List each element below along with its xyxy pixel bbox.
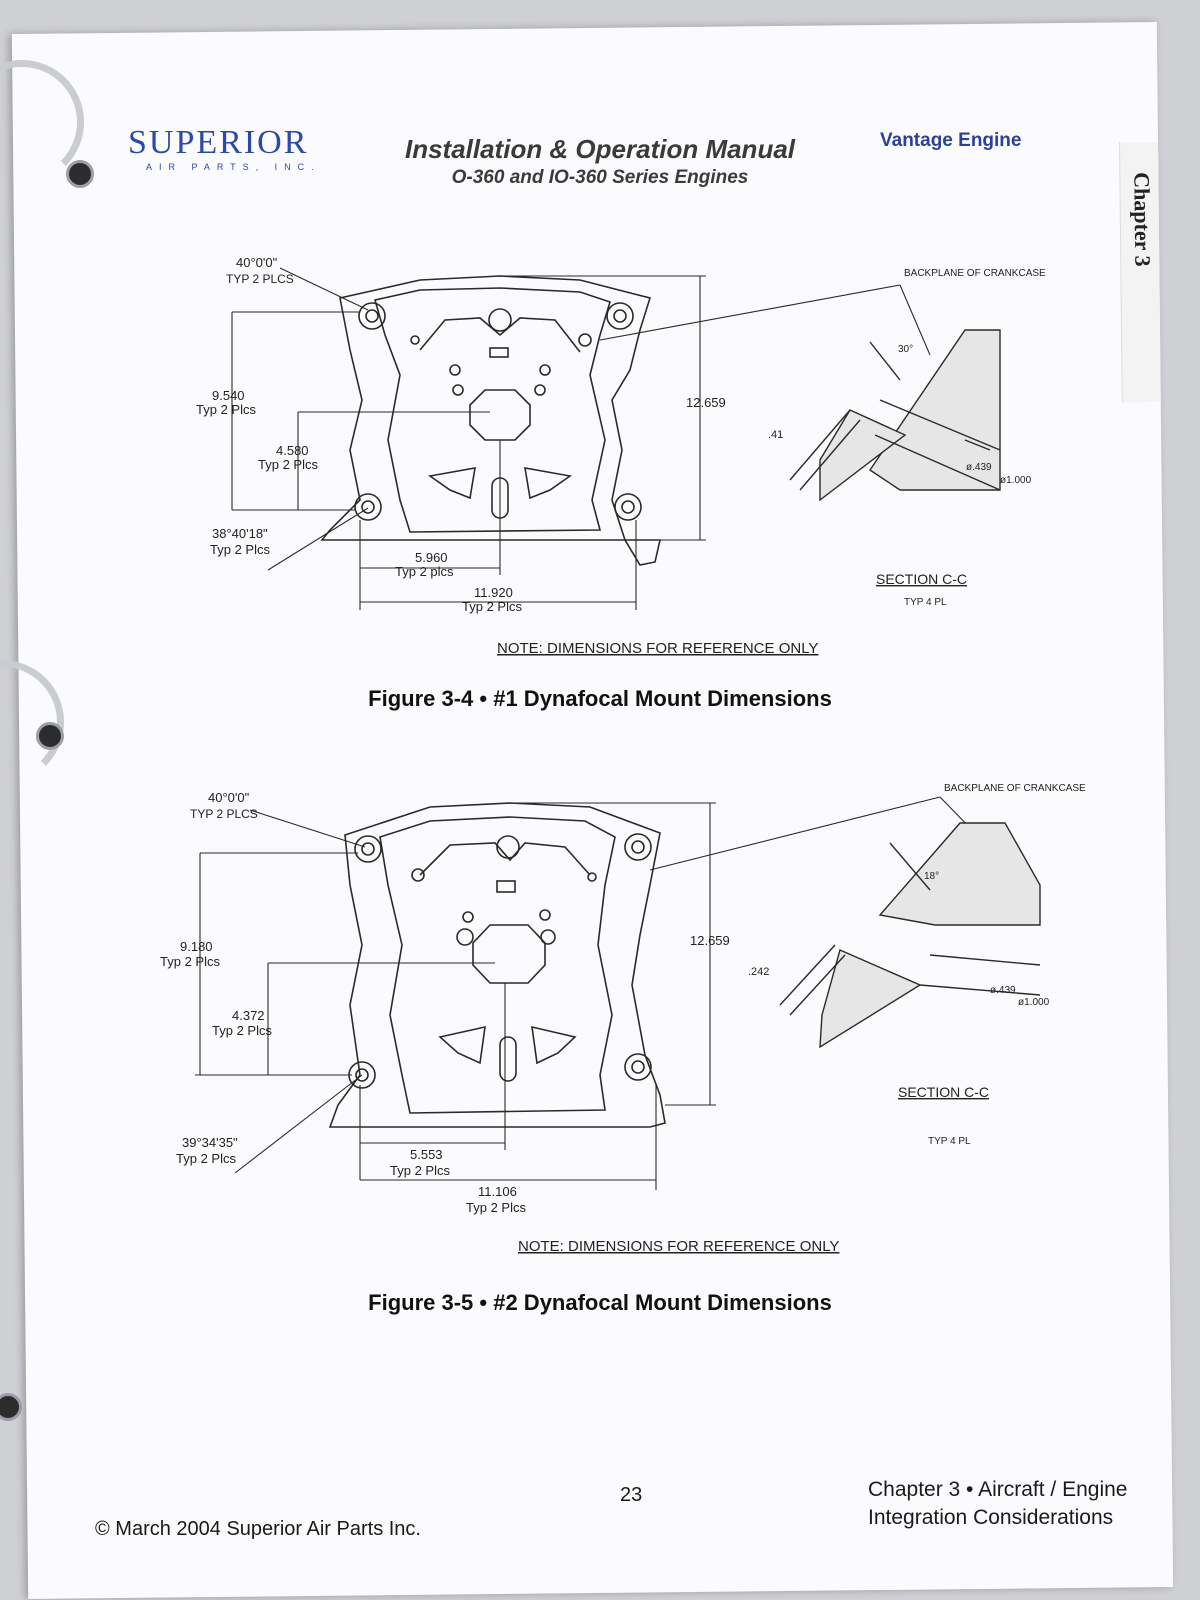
svg-text:ø1.000: ø1.000: [1018, 997, 1050, 1008]
svg-text:ø1.000: ø1.000: [1000, 475, 1032, 486]
dim-11920-label: 11.920: [474, 585, 513, 600]
svg-text:Typ 2 Plcs: Typ 2 Plcs: [466, 1200, 526, 1215]
svg-text:.41: .41: [768, 429, 783, 441]
svg-text:TYP 4 PL: TYP 4 PL: [904, 597, 947, 608]
svg-text:ø.439: ø.439: [990, 985, 1016, 996]
svg-text:Typ 2 Plcs: Typ 2 Plcs: [176, 1151, 236, 1166]
backplane-label: BACKPLANE OF CRANKCASE: [944, 783, 1086, 794]
dim-11106-label: 11.106: [478, 1184, 517, 1199]
backplane-label: BACKPLANE OF CRANKCASE: [904, 268, 1046, 279]
dim-9180-label: 9.180: [180, 939, 213, 954]
dim-5553-label: 5.553: [410, 1147, 443, 1162]
svg-text:Typ 2 plcs: Typ 2 plcs: [395, 564, 454, 579]
chapter-footer: Chapter 3 • Aircraft / Engine Integratio…: [868, 1478, 1128, 1529]
page-number: 23: [620, 1484, 643, 1506]
manual-subtitle: O-360 and IO-360 Series Engines: [451, 167, 749, 188]
reference-note: NOTE: DIMENSIONS FOR REFERENCE ONLY: [497, 640, 818, 657]
figure-3-4-caption: Figure 3-4 • #1 Dynafocal Mount Dimensio…: [368, 686, 832, 711]
svg-text:Typ 2 Plcs: Typ 2 Plcs: [212, 1023, 272, 1038]
superior-logo: SUPERIOR AIR PARTS, INC.: [128, 124, 321, 172]
section-c-c-2: [779, 822, 1041, 1049]
figure-3-4-drawing: 40°0'0" TYP 2 PLCS 9.540 Typ 2 Plcs 4.58…: [196, 255, 1046, 657]
svg-text:18°: 18°: [924, 871, 939, 882]
dim-5960-label: 5.960: [415, 550, 448, 565]
angle-top-label: 40°0'0": [208, 790, 250, 805]
svg-text:Typ 2 Plcs: Typ 2 Plcs: [258, 457, 318, 472]
svg-text:30°: 30°: [898, 344, 913, 355]
section-c-c-1: [789, 329, 1001, 502]
binder-ring-top: [0, 60, 84, 184]
svg-text:TYP 4 PL: TYP 4 PL: [928, 1136, 971, 1147]
binder-hole-middle: [36, 722, 64, 750]
angle-top-label: 40°0'0": [236, 255, 278, 270]
binder-hole-bottom: [0, 1393, 22, 1421]
angle-bottom-label: 38°40'18": [212, 526, 268, 541]
document-title: Installation & Operation Manual O-360 an…: [300, 134, 900, 189]
svg-text:Typ 2 Plcs: Typ 2 Plcs: [390, 1163, 450, 1178]
svg-text:Typ 2 Plcs: Typ 2 Plcs: [210, 542, 270, 557]
dim-4580-label: 4.580: [276, 443, 309, 458]
mount-plate-outline: [328, 802, 666, 1128]
dim-12659-label: 12.659: [686, 395, 726, 410]
svg-text:Typ 2 Plcs: Typ 2 Plcs: [196, 402, 256, 417]
binder-hole-top: [66, 160, 94, 188]
svg-text:Typ 2 Plcs: Typ 2 Plcs: [160, 954, 220, 969]
copyright: © March 2004 Superior Air Parts Inc.: [95, 1518, 421, 1540]
svg-text:Typ 2 Plcs: Typ 2 Plcs: [462, 599, 522, 614]
mount-plate-outline: [320, 275, 662, 566]
dim-9540-label: 9.540: [212, 388, 245, 403]
svg-text:.242: .242: [748, 966, 769, 978]
dim-4372-label: 4.372: [232, 1008, 265, 1023]
dim-12659-label: 12.659: [690, 933, 730, 948]
manual-title: Installation & Operation Manual: [404, 134, 796, 164]
figure-3-5-caption: Figure 3-5 • #2 Dynafocal Mount Dimensio…: [368, 1290, 832, 1315]
figure-3-5-drawing: 40°0'0" TYP 2 PLCS 9.180 Typ 2 Plcs 4.37…: [160, 783, 1086, 1255]
svg-text:ø.439: ø.439: [966, 462, 992, 473]
angle-bottom-label: 39°34'35": [182, 1135, 238, 1150]
reference-note: NOTE: DIMENSIONS FOR REFERENCE ONLY: [518, 1238, 839, 1255]
svg-text:TYP 2 PLCS: TYP 2 PLCS: [190, 807, 258, 821]
vantage-engine-logo: Vantage Engine: [880, 130, 1022, 151]
svg-text:TYP 2 PLCS: TYP 2 PLCS: [226, 272, 294, 286]
section-cc-label: SECTION C-C: [898, 1084, 989, 1100]
section-cc-label: SECTION C-C: [876, 571, 967, 587]
